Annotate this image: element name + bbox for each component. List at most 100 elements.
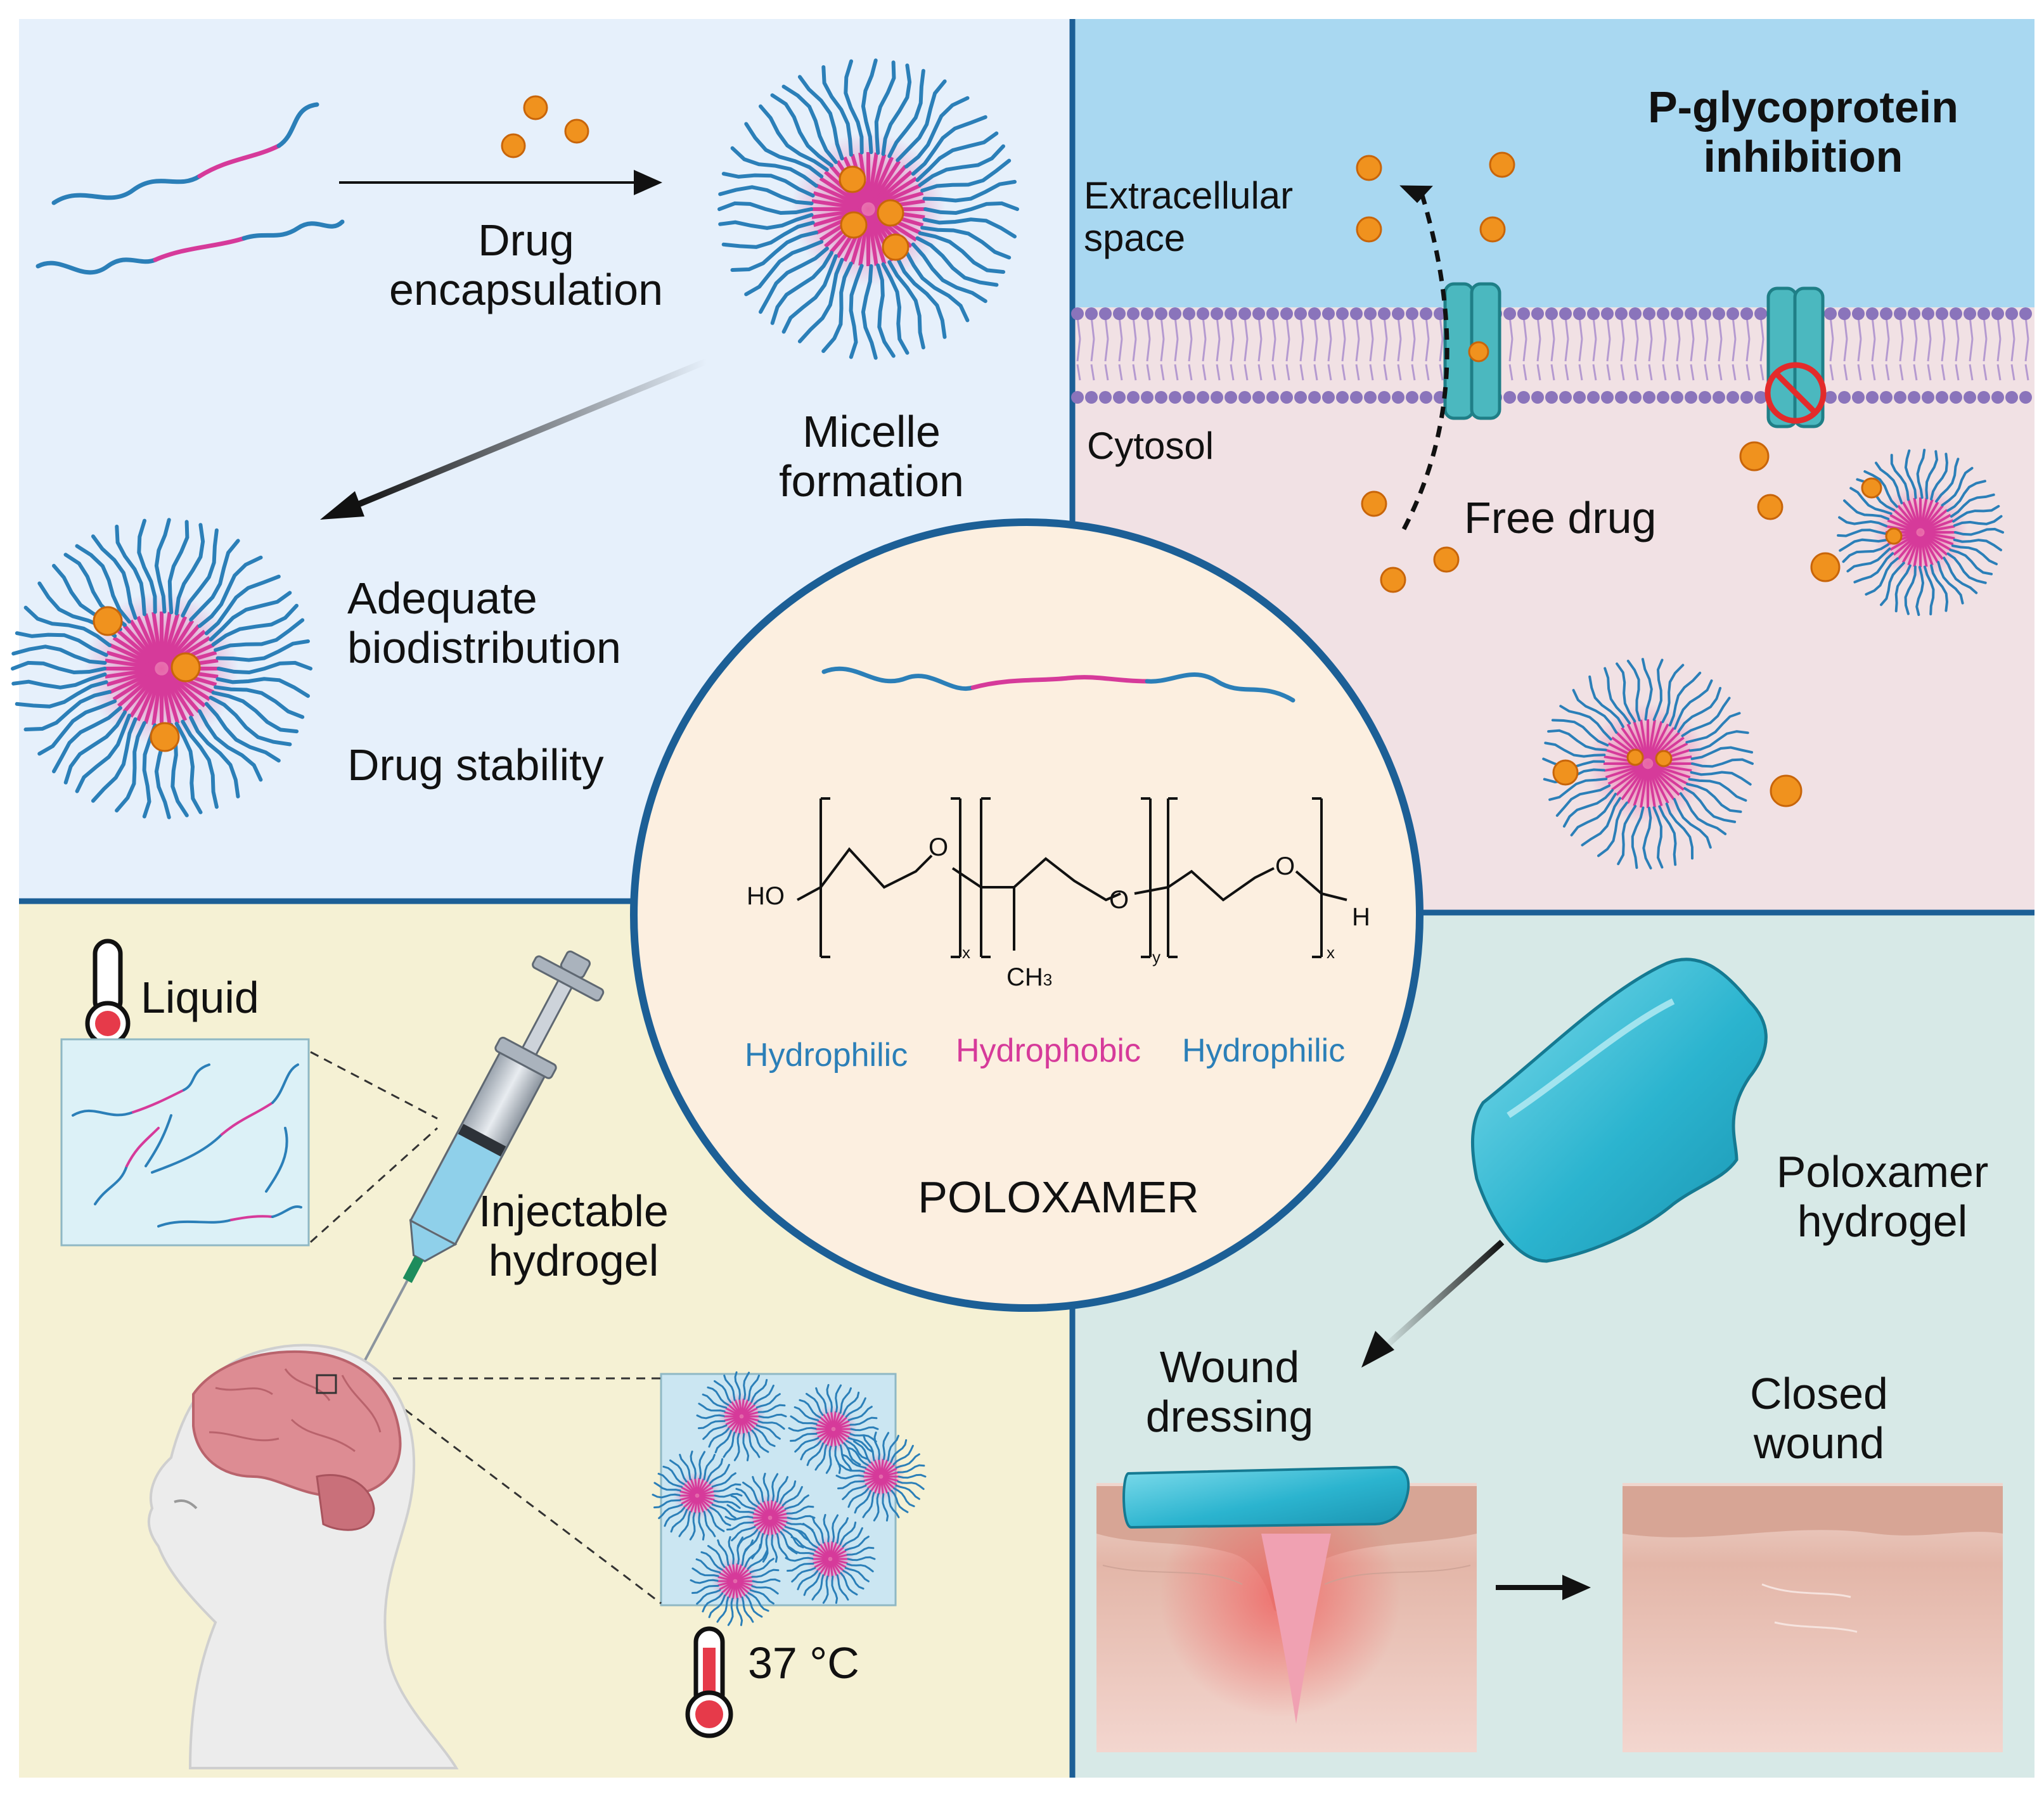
- formula-y: y: [1152, 947, 1160, 966]
- efflux-arrowhead: [1399, 185, 1433, 203]
- micelle-cytosol-1: [1837, 449, 2004, 616]
- gel-micelle-7: [690, 1536, 781, 1626]
- drug-particle: [523, 95, 548, 120]
- label-hydrophilic-right: Hydrophilic: [1182, 1032, 1346, 1069]
- formula-h: H: [1352, 903, 1370, 931]
- drug-particle: [1739, 441, 1770, 471]
- formula-ch: CH: [1006, 963, 1043, 991]
- formula-o1: O: [929, 833, 949, 861]
- drug-particle: [1552, 759, 1579, 786]
- drug-particle: [1626, 748, 1644, 766]
- thermometer-hot-icon: [685, 1626, 733, 1738]
- label-pgp-inhibition: P-glycoprotein inhibition: [1600, 82, 2006, 182]
- hydrogel-sheet: [1470, 958, 1768, 1263]
- drug-particle: [877, 199, 904, 227]
- label-liquid: Liquid: [141, 973, 259, 1022]
- liquid-zoom-lines: [309, 1051, 439, 1243]
- hydrogel-highlight: [1507, 998, 1675, 1119]
- micelles: [11, 58, 2004, 869]
- encapsulation-arrowhead: [634, 170, 662, 195]
- label-extracellular-line1: Extracellular: [1084, 174, 1294, 217]
- drug-particle: [150, 722, 180, 752]
- gel-state-micelles: [652, 1371, 927, 1626]
- label-extracellular-line2: space: [1084, 217, 1186, 260]
- distribution-arrowhead: [320, 491, 364, 520]
- label-poloxamer-hydrogel-line1: Poloxamer: [1776, 1147, 1989, 1196]
- drug-particle: [1655, 750, 1673, 767]
- gel-micelle-5: [835, 1431, 927, 1522]
- drug-particle: [1489, 151, 1515, 178]
- label-cytosol: Cytosol: [1087, 425, 1214, 467]
- drug-particle: [840, 211, 868, 239]
- liquid-state-chains: [72, 1063, 302, 1228]
- drug-particle: [501, 133, 526, 158]
- healing-arrowhead: [1562, 1575, 1591, 1600]
- label-wound-dressing: Wound dressing: [1122, 1342, 1337, 1442]
- distribution-arrow: [354, 358, 708, 509]
- label-micelle-formation: Micelle formation: [745, 407, 998, 506]
- poloxamer-center-circle: [630, 518, 1424, 1312]
- label-temperature: 37 °C: [748, 1638, 859, 1688]
- drug-molecules: [93, 95, 1903, 807]
- formula-o3: O: [1275, 852, 1295, 880]
- closed-wound-skin: [1623, 1483, 2003, 1752]
- formula-ch3: CH3: [1006, 963, 1052, 992]
- gel-micelle-1: [696, 1371, 787, 1461]
- thermometer-cold-icon: [85, 939, 131, 1046]
- drug-particle: [1861, 477, 1882, 499]
- drug-particle: [1356, 216, 1382, 243]
- label-hydrophilic-left: Hydrophilic: [745, 1037, 908, 1074]
- label-hydrophobic: Hydrophobic: [956, 1032, 1141, 1069]
- liquid-state-box: [60, 1038, 310, 1247]
- label-poloxamer-hydrogel: Poloxamer hydrogel: [1749, 1147, 2015, 1247]
- drug-particle: [1356, 155, 1382, 181]
- drug-particle: [1433, 546, 1460, 573]
- label-wound-dressing-line1: Wound: [1159, 1342, 1300, 1392]
- poloxamer-chain-center: [821, 666, 1295, 703]
- label-drug-encapsulation-line2: encapsulation: [389, 265, 663, 315]
- label-injectable-hydrogel: Injectable hydrogel: [456, 1186, 691, 1286]
- drug-particle: [1757, 494, 1784, 520]
- efflux-arrow: [1401, 186, 1449, 530]
- label-adequate-line1: Adequate: [347, 574, 537, 623]
- label-injectable-line1: Injectable: [479, 1186, 669, 1236]
- drug-particle: [1885, 527, 1903, 545]
- label-pgp-line2: inhibition: [1703, 132, 1903, 182]
- label-closed-wound: Closed wound: [1711, 1369, 1927, 1468]
- formula-x2: x: [1327, 943, 1335, 962]
- drug-particle: [564, 119, 589, 144]
- human-head: [147, 1344, 459, 1769]
- dressing-on-wound: [1122, 1465, 1410, 1529]
- dressing-arrow: [1379, 1240, 1505, 1352]
- formula-o2: O: [1109, 886, 1129, 914]
- micelle-loaded: [11, 518, 312, 819]
- label-drug-stability: Drug stability: [347, 740, 604, 790]
- label-drug-encapsulation-line1: Drug: [478, 215, 574, 265]
- label-pgp-line1: P-glycoprotein: [1647, 82, 1959, 132]
- label-free-drug: Free drug: [1464, 493, 1657, 542]
- formula-ho: HO: [747, 882, 785, 910]
- drug-particle: [839, 165, 866, 193]
- syringe: [346, 950, 605, 1394]
- drug-particle: [1361, 491, 1387, 517]
- free-poloxamer-chains: [35, 102, 345, 275]
- drug-particle: [1810, 552, 1841, 582]
- label-micelle-formation-line1: Micelle: [802, 407, 941, 456]
- inhibition-icon: [1764, 362, 1827, 424]
- gel-zoom-lines: [392, 1377, 662, 1605]
- label-adequate-line2: biodistribution: [347, 623, 621, 673]
- formula-x1: x: [962, 943, 970, 962]
- label-micelle-formation-line2: formation: [779, 456, 964, 506]
- gel-micelle-4: [724, 1472, 816, 1563]
- label-adequate-biodistribution: Adequate biodistribution: [347, 574, 621, 673]
- label-poloxamer-hydrogel-line2: hydrogel: [1797, 1196, 1968, 1247]
- label-poloxamer: POLOXAMER: [918, 1172, 1199, 1222]
- drug-particle: [882, 233, 910, 261]
- drug-particle: [1770, 774, 1803, 807]
- dressing-arrowhead: [1361, 1331, 1394, 1368]
- drug-particle: [1468, 341, 1489, 362]
- gel-micelle-6: [785, 1513, 876, 1604]
- structural-formula: [797, 797, 1347, 958]
